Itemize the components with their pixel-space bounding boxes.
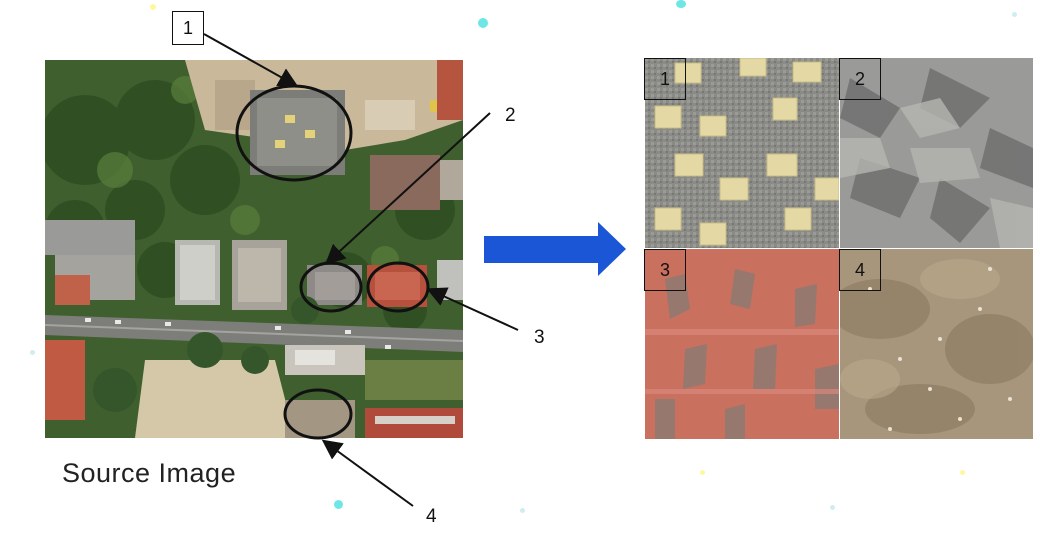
tile-label-4: 4 xyxy=(839,249,881,291)
tile-label-1: 1 xyxy=(644,58,686,100)
texture-tile-1 xyxy=(645,58,839,248)
flat-gravel-roof-texture xyxy=(840,249,1033,439)
source-label-2: 2 xyxy=(505,105,516,126)
pointer-arrow-2 xyxy=(325,112,491,265)
pointer-arrow-1 xyxy=(203,33,299,87)
transform-arrow xyxy=(484,222,626,276)
concrete-roof-texture xyxy=(645,58,839,248)
background-dot xyxy=(520,508,525,513)
texture-tile-3 xyxy=(645,249,839,439)
background-dot xyxy=(150,4,156,10)
source-label-1: 1 xyxy=(172,11,204,45)
region-ellipse-1 xyxy=(235,84,353,182)
source-image-caption: Source Image xyxy=(62,458,237,488)
source-label-4: 4 xyxy=(426,506,437,527)
pointer-arrow-3 xyxy=(426,287,519,331)
background-dot xyxy=(478,18,488,28)
region-ellipse-3 xyxy=(366,261,430,313)
background-dot xyxy=(700,470,705,475)
grey-pitched-roof-texture xyxy=(840,58,1033,248)
texture-tile-2 xyxy=(840,58,1033,248)
background-dot xyxy=(30,350,35,355)
tile-label-3: 3 xyxy=(644,249,686,291)
background-dot xyxy=(676,0,686,8)
background-dot xyxy=(960,470,965,475)
background-dot xyxy=(334,500,343,509)
region-ellipse-2 xyxy=(299,261,363,313)
source-label-3: 3 xyxy=(534,327,545,348)
tile-label-2: 2 xyxy=(839,58,881,100)
region-ellipse-4 xyxy=(283,388,353,440)
texture-tile-4 xyxy=(840,249,1033,439)
red-tile-roof-texture xyxy=(645,249,839,439)
pointer-arrow-4 xyxy=(321,439,414,507)
background-dot xyxy=(1012,12,1017,17)
background-dot xyxy=(830,505,835,510)
